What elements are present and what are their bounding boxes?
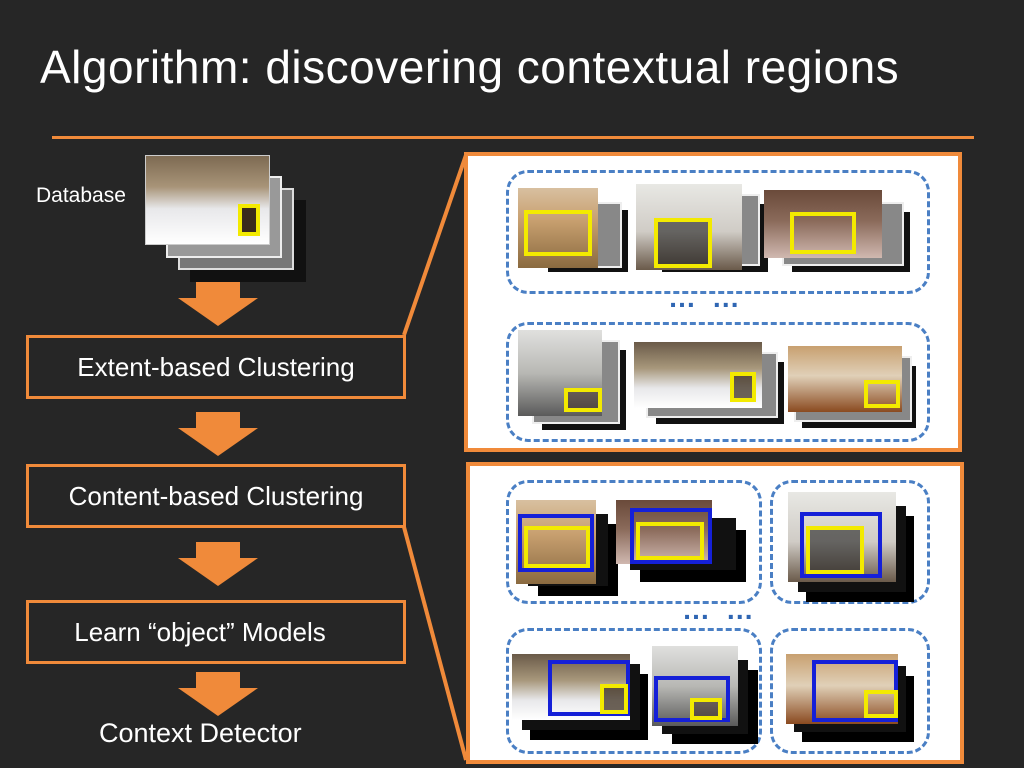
database-label: Database [36,184,126,207]
step-content-based-clustering: Content-based Clustering [26,464,406,528]
title-underline [52,136,974,139]
context-detector-label: Context Detector [99,718,302,748]
down-arrow-icon [178,412,258,456]
content-cluster-4 [770,628,930,754]
step-label: Content-based Clustering [68,480,364,511]
step-label: Extent-based Clustering [77,351,355,382]
extent-cluster-1 [506,170,930,294]
slide-title: Algorithm: discovering contextual region… [40,41,900,93]
ellipsis: … … [668,282,744,313]
ellipsis: … … [682,594,758,625]
step-extent-based-clustering: Extent-based Clustering [26,335,406,399]
step-label: Learn “object” Models [74,616,326,647]
extent-clusters-panel: … … [464,152,962,452]
database-region-box [238,204,260,236]
content-cluster-1 [506,480,762,604]
down-arrow-icon [178,282,258,326]
down-arrow-icon [178,672,258,716]
step-learn-object-models: Learn “object” Models [26,600,406,664]
content-cluster-3 [506,628,762,754]
extent-cluster-2 [506,322,930,442]
database-photo [145,155,270,245]
content-cluster-2 [770,480,930,604]
content-clusters-panel: … … [466,462,964,764]
down-arrow-icon [178,542,258,586]
